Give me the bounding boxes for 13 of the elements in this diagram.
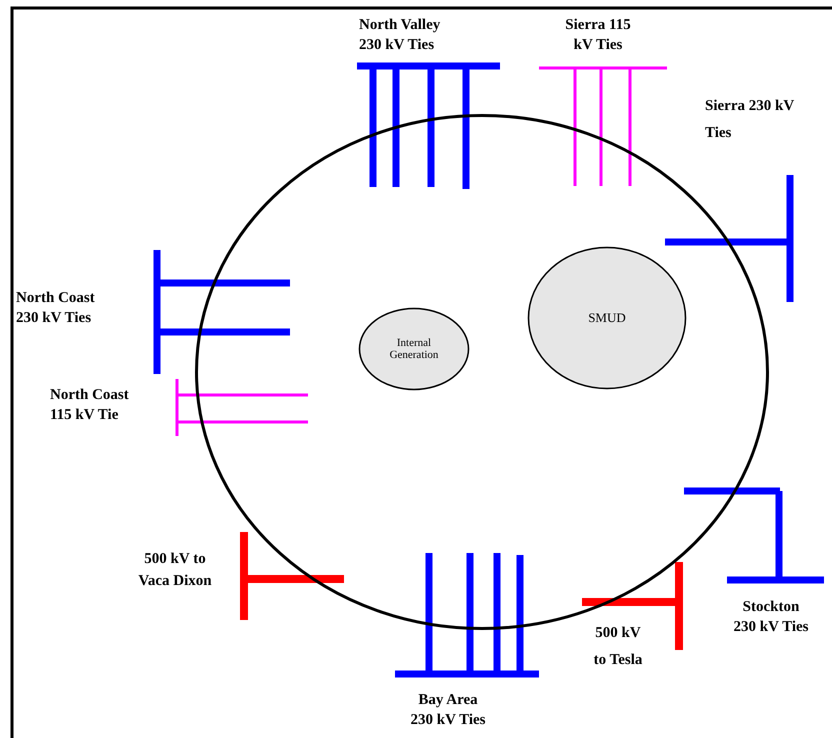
tie-label: Sierra 115 kV Ties — [564, 16, 632, 55]
node-label: SMUD — [587, 310, 627, 326]
tie-label: Bay Area 230 kV Ties — [409, 691, 487, 730]
tie-label: 500 kV to Vaca Dixon — [137, 550, 213, 591]
tie-label: Stockton 230 kV Ties — [732, 598, 810, 637]
tie-label: 500 kV to Tesla — [592, 624, 644, 670]
generation-ellipse — [358, 307, 470, 391]
node-label: Internal Generation — [388, 337, 440, 361]
utility-ellipse — [527, 246, 687, 390]
tie-label: North Coast 230 kV Ties — [16, 289, 96, 328]
tie-label: North Coast 115 kV Tie — [50, 386, 130, 425]
tie-label: Sierra 230 kV Ties — [705, 97, 795, 143]
tie-label: North Valley 230 kV Ties — [359, 16, 442, 55]
